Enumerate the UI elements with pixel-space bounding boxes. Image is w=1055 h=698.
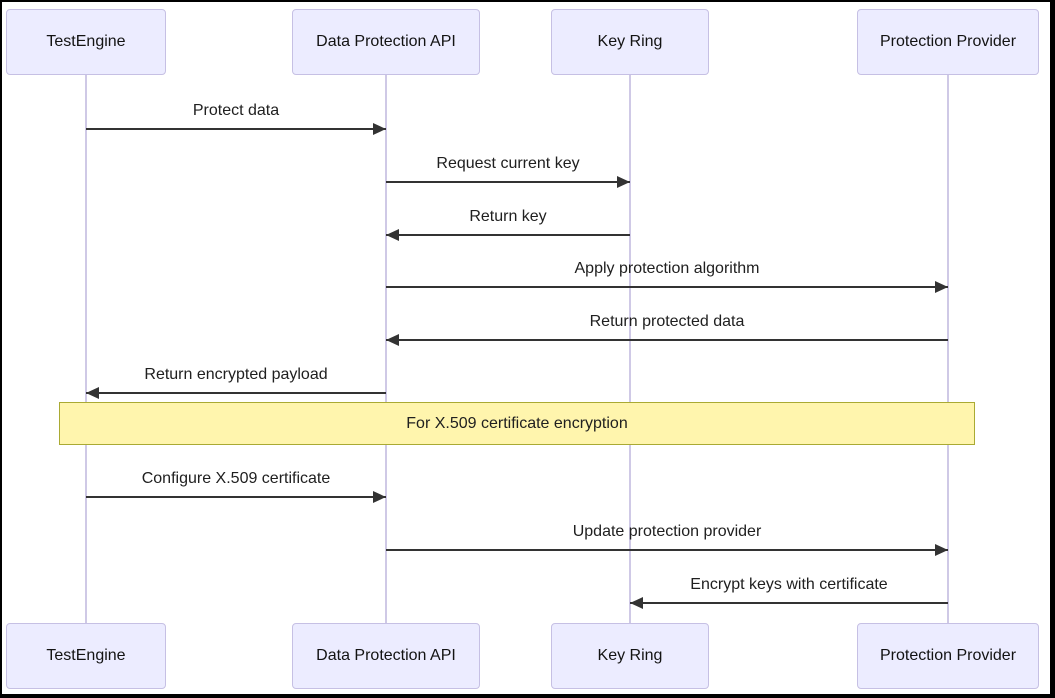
participant-label: Key Ring (597, 647, 663, 664)
lifeline-protection-provider (947, 75, 949, 623)
note-label: For X.509 certificate encryption (406, 414, 628, 432)
message-label: Protect data (192, 102, 280, 119)
message-line-7 (86, 496, 386, 498)
arrowhead-icon (935, 544, 948, 556)
arrowhead-icon (617, 176, 630, 188)
participant-box-top-testengine: TestEngine (6, 9, 166, 75)
participant-label: TestEngine (46, 33, 126, 50)
participant-box-bottom-protection-provider: Protection Provider (857, 623, 1039, 689)
message-line-3 (386, 286, 948, 288)
arrowhead-icon (386, 334, 399, 346)
message-label: Configure X.509 certificate (141, 470, 331, 487)
message-line-2 (386, 234, 630, 236)
message-label: Return encrypted payload (144, 366, 328, 383)
message-line-0 (86, 128, 386, 130)
participant-box-bottom-data-protection-api: Data Protection API (292, 623, 480, 689)
lifeline-testengine (85, 75, 87, 623)
message-line-5 (86, 392, 386, 394)
note-x509-encryption: For X.509 certificate encryption (59, 402, 975, 445)
participant-box-bottom-testengine: TestEngine (6, 623, 166, 689)
participant-box-top-data-protection-api: Data Protection API (292, 9, 480, 75)
lifeline-key-ring (629, 75, 631, 623)
arrowhead-icon (386, 229, 399, 241)
arrowhead-icon (373, 491, 386, 503)
message-label: Apply protection algorithm (574, 260, 760, 277)
message-label: Request current key (436, 155, 580, 172)
message-label: Return key (469, 208, 547, 225)
lifeline-data-protection-api (385, 75, 387, 623)
participant-box-top-protection-provider: Protection Provider (857, 9, 1039, 75)
participant-label: Data Protection API (316, 647, 456, 664)
message-label: Return protected data (589, 313, 745, 330)
participant-box-bottom-key-ring: Key Ring (551, 623, 709, 689)
arrowhead-icon (373, 123, 386, 135)
message-line-9 (630, 602, 948, 604)
participant-label: Key Ring (597, 33, 663, 50)
message-label: Encrypt keys with certificate (690, 576, 888, 593)
message-line-1 (386, 181, 630, 183)
arrowhead-icon (630, 597, 643, 609)
participant-box-top-key-ring: Key Ring (551, 9, 709, 75)
message-line-4 (386, 339, 948, 341)
arrowhead-icon (935, 281, 948, 293)
message-label: Update protection provider (572, 523, 762, 540)
message-line-8 (386, 549, 948, 551)
participant-label: TestEngine (46, 647, 126, 664)
participant-label: Protection Provider (879, 647, 1017, 664)
participant-label: Data Protection API (316, 33, 456, 50)
participant-label: Protection Provider (879, 33, 1017, 50)
arrowhead-icon (86, 387, 99, 399)
